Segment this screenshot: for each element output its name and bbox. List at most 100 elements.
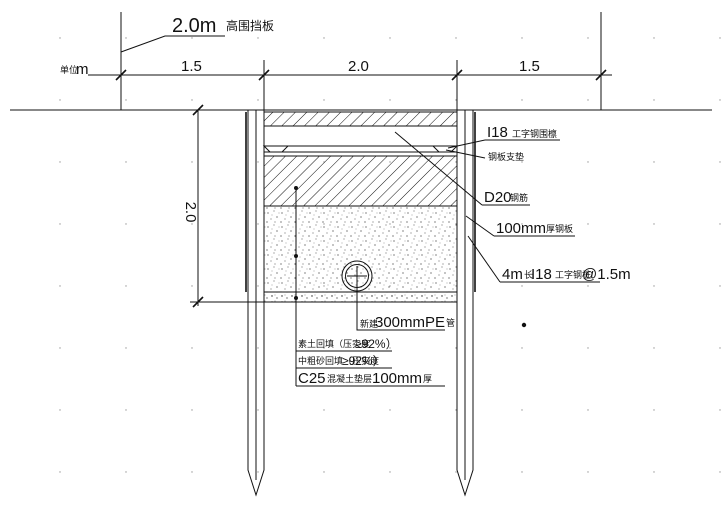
grid-dot — [653, 347, 655, 349]
grid-dot — [191, 471, 193, 473]
vertical-dimension-line — [190, 104, 264, 308]
grid-dot — [125, 161, 127, 163]
grid-dot — [719, 161, 721, 163]
legend-concrete-thickness: 100mm — [372, 370, 422, 387]
grid-dot — [125, 471, 127, 473]
unit-prefix: 单位 — [60, 64, 78, 75]
grid-dot — [455, 347, 457, 349]
grid-dot — [719, 37, 721, 39]
grid-dot — [323, 347, 325, 349]
legend-concrete-label: 混凝土垫层 — [327, 373, 372, 384]
grid-dot — [191, 99, 193, 101]
grid-dot — [653, 471, 655, 473]
legend-sand-value: ≥92%） — [342, 354, 385, 368]
grid-dot — [521, 409, 523, 411]
i18-label-prefix: I18 — [487, 124, 508, 141]
grid-dot — [125, 409, 127, 411]
grid-dot — [59, 471, 61, 473]
grid-dot — [323, 471, 325, 473]
grid-dot — [59, 223, 61, 225]
grid-dot — [587, 37, 589, 39]
pipe-leader — [356, 276, 445, 331]
grid-dot — [653, 161, 655, 163]
i18-leader — [447, 139, 486, 149]
pile-label-spacing: @1.5m — [582, 266, 631, 283]
plate-label-prefix: 100mm — [496, 220, 546, 237]
grid-dot — [719, 99, 721, 101]
grid-dot — [59, 37, 61, 39]
grid-dot — [455, 471, 457, 473]
background-grid-dots — [59, 37, 721, 473]
pile-leader — [467, 235, 501, 283]
coarse-sand-backfill-layer — [263, 205, 458, 293]
fence-height-leader — [120, 35, 225, 53]
grid-dot — [587, 99, 589, 101]
pipe-label-suffix: 管 — [446, 317, 455, 328]
grid-dot — [125, 223, 127, 225]
grid-dot — [191, 161, 193, 163]
grid-dot — [59, 161, 61, 163]
grid-dot — [257, 161, 259, 163]
grid-dot — [587, 347, 589, 349]
horizontal-dimension-line — [88, 60, 612, 110]
dimension-right-span: 1.5 — [519, 58, 540, 75]
dimension-trench-depth: 2.0 — [182, 202, 199, 223]
grid-dot — [323, 409, 325, 411]
grid-dot — [653, 223, 655, 225]
grid-dot — [653, 37, 655, 39]
plate-leader — [465, 215, 495, 237]
legend-soil-label: 素土回填（压实度 — [298, 338, 370, 349]
d20-label-suffix: 钢筋 — [510, 192, 528, 203]
grid-dot — [191, 223, 193, 225]
grid-dot — [521, 471, 523, 473]
trench-layers — [262, 111, 459, 303]
grid-dot — [191, 347, 193, 349]
unit-value: m — [76, 61, 89, 78]
grid-dot — [125, 37, 127, 39]
pipe-label-prefix: 新建 — [360, 318, 378, 329]
grid-dot — [521, 223, 523, 225]
pile-label-type: 工字钢桩 — [555, 269, 591, 280]
steel-pad-leader — [445, 149, 486, 159]
grid-dot — [389, 471, 391, 473]
grid-dot — [455, 409, 457, 411]
grid-dot — [389, 409, 391, 411]
grid-dot — [521, 347, 523, 349]
grid-dot — [257, 409, 259, 411]
grid-dot — [587, 285, 589, 287]
grid-dot — [389, 99, 391, 101]
steel-pile-left — [245, 110, 265, 497]
grid-dot — [191, 409, 193, 411]
pipe-label-main: 300mmPE — [375, 314, 445, 331]
grid-dot — [257, 223, 259, 225]
steel-pile-right — [456, 110, 476, 497]
grid-dot — [719, 471, 721, 473]
legend-sand-label: 中粗砂回填（压实度 — [298, 355, 379, 366]
grid-dot — [587, 409, 589, 411]
grid-dot — [257, 37, 259, 39]
grid-dot — [257, 285, 259, 287]
grid-dot — [59, 285, 61, 287]
grid-dot — [521, 285, 523, 287]
plate-label-suffix: 厚钢板 — [546, 223, 573, 234]
grid-dot — [125, 347, 127, 349]
legend-concrete-suffix: 厚 — [423, 374, 432, 384]
grid-dot — [125, 99, 127, 101]
grid-dot — [389, 37, 391, 39]
grid-dot — [719, 347, 721, 349]
legend-concrete-grade: C25 — [298, 370, 326, 387]
pile-label-i18: I18 — [531, 266, 552, 283]
grid-dot — [521, 161, 523, 163]
grid-dot — [653, 285, 655, 287]
dimension-trench-width: 2.0 — [348, 58, 369, 75]
d20-leader — [394, 131, 483, 206]
grid-dot — [125, 285, 127, 287]
grid-dot — [521, 99, 523, 101]
layer-legend-leaders — [294, 186, 445, 387]
steel-pad-support — [262, 145, 459, 153]
grid-dot — [587, 161, 589, 163]
pile-label-length: 4m — [502, 266, 523, 283]
pile-label-long: 长 — [524, 269, 533, 280]
legend-soil-value: ≥92%） — [355, 337, 398, 351]
